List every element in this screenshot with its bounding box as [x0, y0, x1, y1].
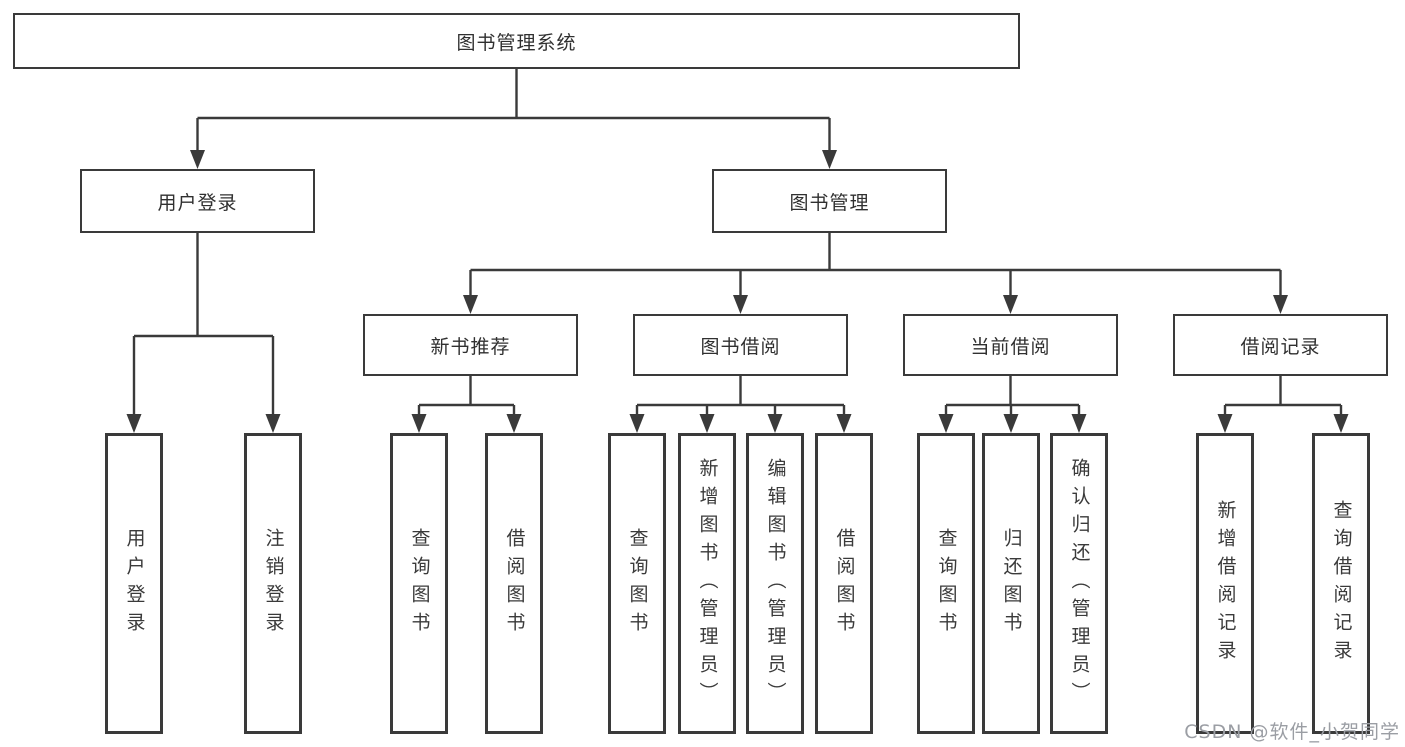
leaf-return-books: 归还图书	[982, 433, 1040, 734]
leaf-edit-books-admin: 编辑图书（管理员）	[746, 433, 804, 734]
arrowhead-icon	[1217, 414, 1233, 433]
node-label: 注销登录	[262, 527, 285, 640]
node-label: 编辑图书（管理员）	[764, 457, 787, 710]
arrowhead-icon	[190, 150, 205, 169]
leaf-query-books-1: 查询图书	[390, 433, 448, 734]
node-label: 用户登录	[123, 527, 146, 640]
node-label: 新增图书（管理员）	[696, 457, 719, 710]
node-borrowing-records: 借阅记录	[1173, 314, 1388, 376]
node-label: 确认归还（管理员）	[1068, 457, 1091, 710]
arrowhead-icon	[629, 414, 645, 433]
node-library-management-system: 图书管理系统	[13, 13, 1020, 69]
node-label: 图书管理	[789, 191, 870, 214]
leaf-add-borrow-record: 新增借阅记录	[1196, 433, 1254, 734]
arrowhead-icon	[1071, 414, 1087, 433]
node-label: 查询图书	[626, 527, 649, 640]
leaf-add-books-admin: 新增图书（管理员）	[678, 433, 736, 734]
leaf-query-books-3: 查询图书	[917, 433, 975, 734]
arrowhead-icon	[767, 414, 783, 433]
node-label: 借阅图书	[833, 527, 856, 640]
watermark: CSDN @软件_小贺同学	[1184, 721, 1400, 743]
node-label: 当前借阅	[970, 335, 1051, 358]
node-label: 借阅图书	[503, 527, 526, 640]
arrowhead-icon	[733, 295, 748, 314]
leaf-query-books-2: 查询图书	[608, 433, 666, 734]
arrowhead-icon	[1003, 414, 1019, 433]
node-book-borrowing: 图书借阅	[633, 314, 848, 376]
arrowhead-icon	[411, 414, 427, 433]
node-label: 新增借阅记录	[1214, 499, 1237, 668]
node-label: 查询图书	[408, 527, 431, 640]
arrowhead-icon	[822, 150, 837, 169]
node-label: 查询借阅记录	[1330, 499, 1353, 668]
node-label: 查询图书	[935, 527, 958, 640]
node-label: 用户登录	[157, 191, 238, 214]
node-label: 借阅记录	[1240, 335, 1321, 358]
arrowhead-icon	[1003, 295, 1018, 314]
arrowhead-icon	[836, 414, 852, 433]
arrowhead-icon	[1273, 295, 1288, 314]
leaf-confirm-return-admin: 确认归还（管理员）	[1050, 433, 1108, 734]
node-label: 图书管理系统	[456, 31, 577, 54]
arrowhead-icon	[463, 295, 478, 314]
node-label: 图书借阅	[700, 335, 781, 358]
arrowhead-icon	[506, 414, 522, 433]
leaf-borrow-books-1: 借阅图书	[485, 433, 543, 734]
node-label: 新书推荐	[430, 335, 511, 358]
arrowhead-icon	[699, 414, 715, 433]
arrowhead-icon	[938, 414, 954, 433]
node-user-login-module: 用户登录	[80, 169, 315, 233]
node-current-borrowing: 当前借阅	[903, 314, 1118, 376]
arrowhead-icon	[126, 414, 142, 433]
leaf-logout: 注销登录	[244, 433, 302, 734]
node-book-management-module: 图书管理	[712, 169, 947, 233]
node-label: 归还图书	[1000, 527, 1023, 640]
leaf-borrow-books-2: 借阅图书	[815, 433, 873, 734]
leaf-query-borrow-record: 查询借阅记录	[1312, 433, 1370, 734]
leaf-user-login: 用户登录	[105, 433, 163, 734]
arrowhead-icon	[1333, 414, 1349, 433]
arrowhead-icon	[265, 414, 281, 433]
node-new-book-recommendation: 新书推荐	[363, 314, 578, 376]
